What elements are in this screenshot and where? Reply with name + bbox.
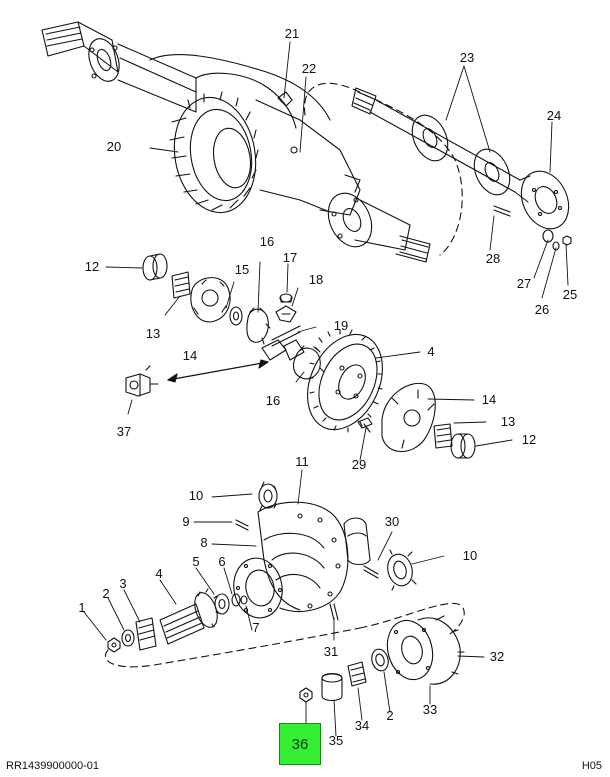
callout-22: 22 [301, 61, 317, 76]
callout-37: 37 [116, 424, 132, 439]
callout-26: 26 [534, 302, 550, 317]
callout-21: 21 [284, 26, 300, 41]
callout-33: 33 [422, 702, 438, 717]
callout-15: 15 [234, 262, 250, 277]
callout-29: 29 [351, 457, 367, 472]
callout-27: 27 [516, 276, 532, 291]
axle-housing [41, 21, 463, 263]
callout-30: 30 [384, 514, 400, 529]
callout-11: 11 [295, 454, 309, 469]
callout-12-upper: 12 [84, 259, 100, 274]
callout-13-lower: 13 [500, 414, 516, 429]
callout-25: 25 [562, 287, 578, 302]
callout-14-upper: 14 [182, 348, 198, 363]
highlighted-part-36[interactable]: 36 [279, 723, 321, 765]
callout-5: 5 [192, 554, 200, 569]
callout-34: 34 [354, 718, 370, 733]
axle-shaft [351, 87, 572, 251]
callout-24: 24 [546, 108, 562, 123]
callout-19: 19 [333, 318, 349, 333]
callout-10-upper: 10 [188, 488, 204, 503]
differential-upper-group [125, 253, 325, 397]
callout-1: 1 [78, 600, 86, 615]
callout-10-lower: 10 [462, 548, 478, 563]
callout-13-upper: 13 [145, 326, 161, 341]
callout-31: 31 [323, 644, 339, 659]
diagram-code: H05 [581, 760, 602, 772]
carrier-group [233, 481, 417, 621]
callout-4-lower: 4 [155, 566, 163, 581]
diagram-id: RR1439900000-01 [6, 760, 99, 772]
callout-16-upper: 16 [259, 234, 275, 249]
callout-9: 9 [182, 514, 190, 529]
callout-12-lower: 12 [521, 432, 537, 447]
highlighted-part-label: 36 [291, 736, 309, 753]
pinion-group [105, 588, 465, 668]
callout-23: 23 [459, 50, 475, 65]
callout-17: 17 [282, 250, 298, 265]
callout-2-left: 2 [102, 586, 110, 601]
callout-6: 6 [218, 554, 226, 569]
flange-group [299, 615, 465, 703]
callout-28: 28 [485, 251, 501, 266]
callout-20: 20 [106, 139, 122, 154]
callout-32: 32 [489, 649, 505, 664]
callout-3: 3 [119, 576, 127, 591]
callout-14-lower: 14 [481, 392, 497, 407]
ring-gear-group [307, 329, 476, 459]
callout-35: 35 [328, 733, 344, 748]
callout-16-lower: 16 [265, 393, 281, 408]
callout-4-upper: 4 [427, 344, 435, 359]
callout-2-right: 2 [386, 708, 394, 723]
callout-18: 18 [308, 272, 324, 287]
callout-8: 8 [200, 535, 208, 550]
callout-7: 7 [252, 620, 260, 635]
